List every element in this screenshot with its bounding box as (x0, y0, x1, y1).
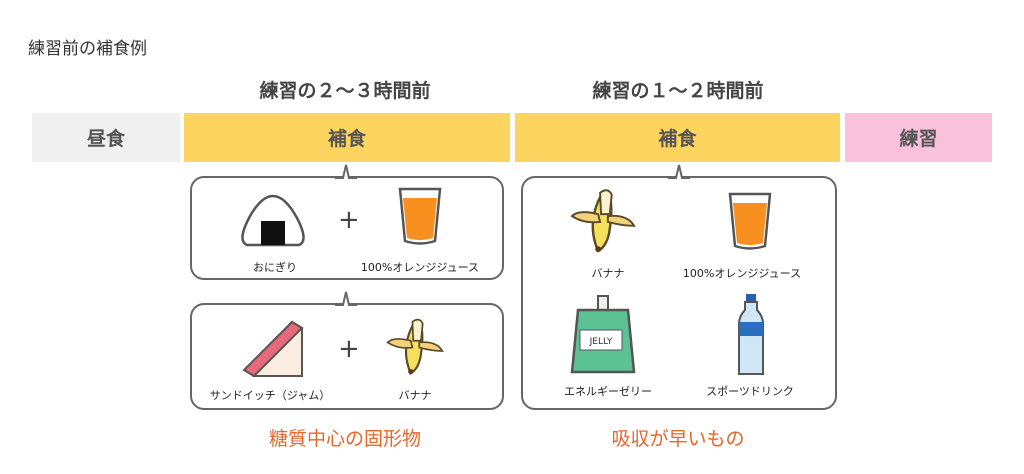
banana-icon (385, 312, 445, 378)
orange-juice-icon (395, 184, 445, 248)
label-orange-juice: 100%オレンジジュース (682, 267, 802, 280)
label-onigiri: おにぎり (253, 261, 297, 274)
label-sandwich: サンドイッチ（ジャム） (209, 389, 331, 402)
banana-icon (568, 185, 638, 253)
label-banana: バナナ (398, 389, 432, 402)
pointer-icon (335, 291, 357, 306)
onigiri-icon (241, 194, 305, 247)
label-sports-drink: スポーツドリンク (706, 385, 794, 398)
plus-sign: + (338, 334, 360, 364)
option-box-sandwich (190, 303, 504, 410)
energy-jelly-icon: JELLY (570, 295, 636, 374)
label-energy-jelly: エネルギーゼリー (564, 385, 652, 398)
bar-snack-1: 補食 (184, 113, 510, 162)
pointer-icon (335, 164, 357, 179)
sports-drink-icon (738, 294, 764, 375)
caption-fast-absorption: 吸収が早いもの (611, 428, 745, 450)
pointer-icon (668, 164, 690, 179)
orange-juice-icon (725, 190, 775, 252)
bar-snack-2: 補食 (515, 113, 840, 162)
heading-1-2h: 練習の１～２時間前 (592, 80, 764, 102)
bar-lunch: 昼食 (32, 113, 180, 162)
heading-2-3h: 練習の２～３時間前 (259, 80, 431, 102)
sandwich-icon (242, 320, 304, 378)
plus-sign: + (338, 205, 360, 235)
page-title: 練習前の補食例 (28, 39, 147, 59)
label-banana: バナナ (591, 267, 625, 280)
bar-practice: 練習 (845, 113, 992, 162)
jelly-label: JELLY (589, 337, 613, 347)
label-orange-juice: 100%オレンジジュース (360, 261, 480, 274)
caption-solid-carbs: 糖質中心の固形物 (268, 428, 421, 450)
